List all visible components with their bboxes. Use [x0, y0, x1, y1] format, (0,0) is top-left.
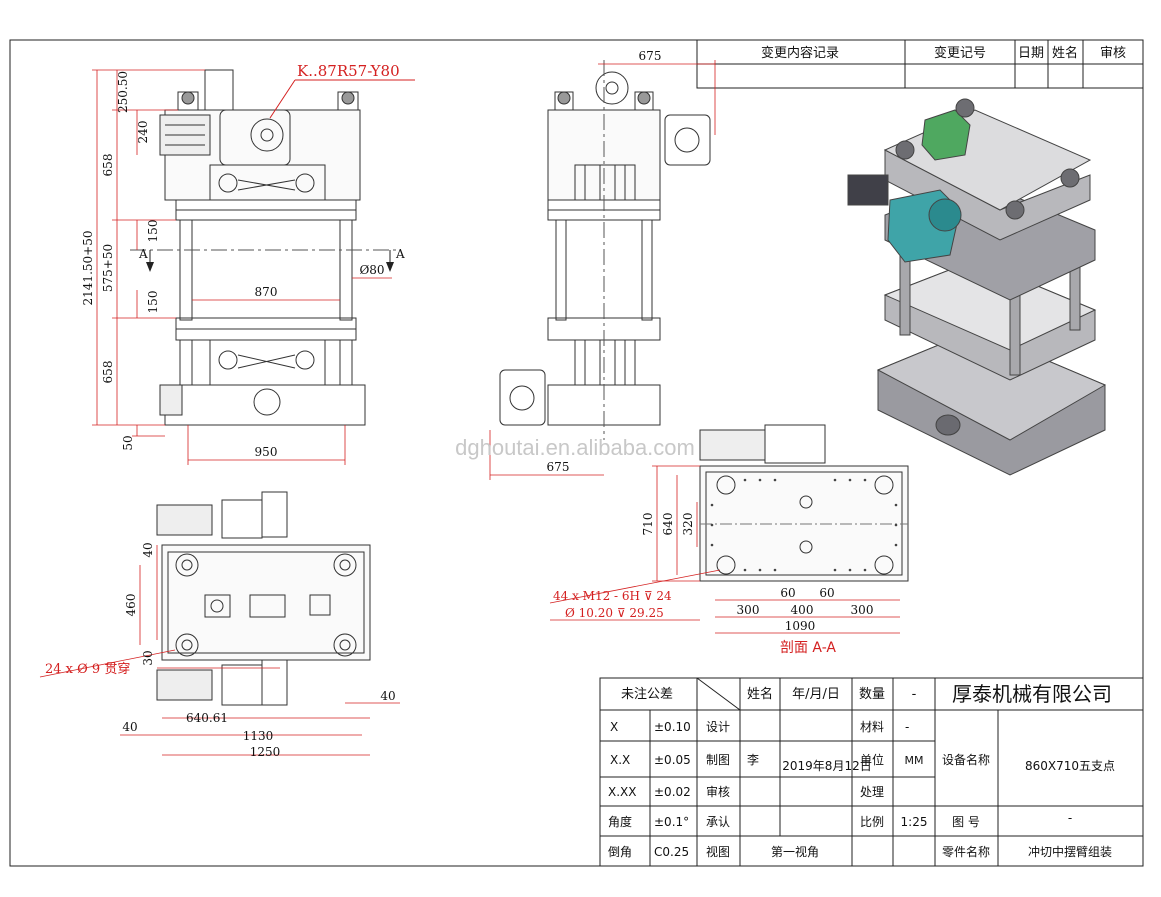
- rev-record-label: 变更内容记录: [761, 45, 839, 61]
- approve-label: 承认: [706, 815, 730, 829]
- view-value: 第一视角: [771, 844, 819, 859]
- tol-row-5-val: C0.25: [654, 845, 689, 859]
- dim-240: 240: [136, 121, 150, 144]
- dim-675-bottom: 675: [547, 460, 570, 474]
- dim-400: 400: [791, 603, 814, 617]
- dim-250-50: 250.50: [116, 71, 130, 113]
- dim-640-61: 640.61: [186, 711, 228, 725]
- unit-value: MM: [905, 754, 924, 767]
- dim-675-top: 675: [639, 49, 662, 63]
- dim-658-bottom: 658: [101, 361, 115, 384]
- tol-row-1-sym: X: [610, 720, 618, 734]
- dim-950: 950: [255, 445, 278, 459]
- view-label: 视图: [706, 844, 730, 859]
- design-label: 设计: [706, 720, 730, 734]
- tol-row-4-val: ±0.1°: [654, 815, 689, 829]
- tol-row-1-val: ±0.10: [654, 720, 691, 734]
- section-view: [699, 424, 909, 582]
- dim-1090: 1090: [785, 619, 816, 633]
- equipment-label: 设备名称: [942, 752, 990, 767]
- tol-row-5-sym: 倒角: [608, 845, 632, 859]
- dim-575: 575+50: [101, 244, 115, 292]
- top-view: [156, 491, 371, 706]
- dim-870: 870: [255, 285, 278, 299]
- dim-40-left: 40: [122, 720, 137, 734]
- dim-320: 320: [681, 513, 695, 536]
- section-arrow-left: [146, 262, 154, 272]
- front-dim-lines: [92, 69, 392, 465]
- gear-motor-label: K..87R57-Y80: [297, 62, 400, 80]
- dim-60-right: 60: [819, 586, 834, 600]
- section-label-right: A: [395, 247, 405, 261]
- dim-40-right: 40: [380, 689, 395, 703]
- drawing-no-label: 图 号: [952, 815, 980, 829]
- material-label: 材料: [860, 720, 884, 734]
- section-arrow-right: [386, 262, 394, 272]
- dim-640: 640: [661, 513, 675, 536]
- top-dim-lines: [39, 545, 400, 756]
- isometric-view: [847, 98, 1107, 476]
- front-view: [130, 69, 400, 426]
- dim-1250: 1250: [250, 745, 281, 759]
- company-name: 厚泰机械有限公司: [952, 682, 1112, 706]
- dim-60-left: 60: [780, 586, 795, 600]
- revision-block: [696, 39, 1144, 89]
- dim-300-right: 300: [851, 603, 874, 617]
- part-name-label: 零件名称: [942, 844, 990, 859]
- drawing-no-value: -: [1068, 811, 1072, 825]
- watermark: dghoutai.en.alibaba.com: [455, 435, 695, 460]
- side-dim-lines: [489, 60, 716, 480]
- dim-150-top: 150: [146, 220, 160, 243]
- tolerance-header: 未注公差: [621, 687, 673, 702]
- section-dots: [710, 478, 898, 572]
- treatment-label: 处理: [860, 785, 884, 799]
- rev-name-label: 姓名: [1052, 45, 1078, 61]
- section-caption: 剖面 A-A: [780, 640, 836, 656]
- tol-row-3-val: ±0.02: [654, 785, 691, 799]
- thread-note: 44 x M12 - 6H ⊽ 24: [553, 589, 672, 603]
- section-dim-lines: [549, 465, 900, 634]
- dim-460: 460: [124, 594, 138, 617]
- dim-dia-80: Ø80: [359, 263, 384, 277]
- tol-row-2-val: ±0.05: [654, 753, 691, 767]
- dim-710: 710: [641, 513, 655, 536]
- drill-note: Ø 10.20 ⊽ 29.25: [565, 606, 664, 620]
- tol-row-2-sym: X.X: [610, 753, 630, 767]
- scale-label: 比例: [860, 815, 884, 829]
- drawn-by: 李: [747, 752, 759, 767]
- rev-number-label: 变更记号: [934, 45, 986, 61]
- name-col-header: 姓名: [747, 686, 773, 702]
- scale-value: 1:25: [901, 815, 928, 829]
- rev-date-label: 日期: [1018, 46, 1044, 61]
- date-col-header: 年/月/日: [792, 687, 840, 702]
- drawn-date: 2019年8月12日: [782, 759, 871, 773]
- dim-1130: 1130: [243, 729, 274, 743]
- title-block: [599, 677, 1144, 867]
- part-name-value: 冲切中摆臂组装: [1028, 844, 1112, 859]
- tol-row-4-sym: 角度: [608, 814, 632, 829]
- check-label: 审核: [706, 784, 730, 799]
- dim-30: 30: [141, 650, 155, 665]
- dim-50: 50: [121, 435, 135, 450]
- rev-review-label: 审核: [1100, 46, 1126, 61]
- unit-label: 单位: [860, 752, 884, 767]
- drawn-label: 制图: [706, 753, 730, 767]
- qty-value: -: [912, 687, 917, 702]
- material-value: -: [905, 720, 909, 734]
- qty-label: 数量: [859, 687, 885, 702]
- hole-note: 24 x Ø 9 贯穿: [45, 661, 130, 677]
- dim-658-top: 658: [101, 154, 115, 177]
- side-view: [499, 60, 711, 440]
- dim-300-left: 300: [737, 603, 760, 617]
- dim-150-bottom: 150: [146, 291, 160, 314]
- sheet-border: [9, 39, 1144, 867]
- dim-40-top: 40: [141, 542, 155, 557]
- equipment-value: 860X710五支点: [1025, 759, 1115, 773]
- section-label-left: A: [138, 247, 148, 261]
- tol-row-3-sym: X.XX: [608, 785, 636, 799]
- dim-2141: 2141.50+50: [81, 231, 95, 306]
- gear-leader: [269, 79, 296, 119]
